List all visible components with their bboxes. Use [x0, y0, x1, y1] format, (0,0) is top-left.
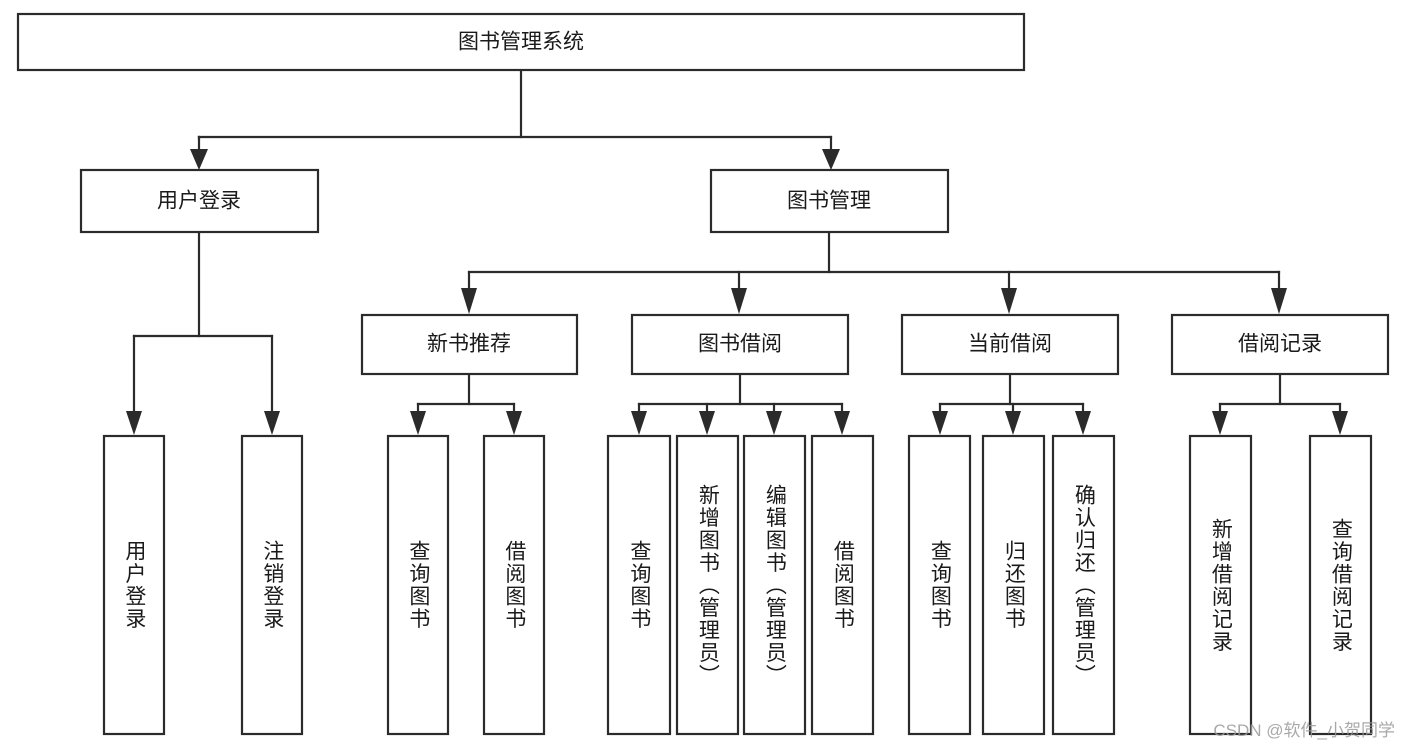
arrow-to-book-borrow	[731, 288, 747, 314]
node-layer: 图书管理系统 用户登录 图书管理 新书推荐 图书借阅 当前借阅 借阅记录	[16, 12, 1390, 736]
node-box-leaf-query-book-2[interactable]	[606, 434, 672, 736]
arrow-to-leaf-borrow-book-2	[834, 411, 850, 435]
arrow-to-borrow-record	[1271, 288, 1287, 314]
arrow-to-leaf-add-book-admin	[699, 411, 715, 435]
arrow-to-book-management	[822, 149, 840, 170]
node-box-new-book-recommend[interactable]	[360, 313, 579, 376]
node-box-leaf-logout-login[interactable]	[240, 434, 304, 736]
node-box-leaf-user-login[interactable]	[102, 434, 166, 736]
node-label-borrow-record: 借阅记录	[1238, 333, 1322, 356]
arrow-to-leaf-borrow-book-1	[506, 411, 522, 435]
arrow-to-leaf-query-book-1	[410, 411, 426, 435]
node-label-book-borrow: 图书借阅	[698, 333, 782, 356]
arrow-to-leaf-logout-login	[264, 411, 280, 435]
node-box-leaf-query-book-3[interactable]	[907, 434, 972, 736]
node-box-leaf-query-borrow-record[interactable]	[1308, 434, 1373, 736]
arrow-to-leaf-return-book	[1005, 411, 1021, 435]
arrow-to-user-login	[190, 149, 208, 170]
node-box-book-borrow[interactable]	[630, 313, 850, 376]
arrow-to-leaf-edit-book-admin	[766, 411, 782, 435]
arrow-to-new-book-recommend	[461, 288, 477, 314]
arrow-to-leaf-query-book-3	[932, 411, 948, 435]
arrow-to-leaf-confirm-return-admin	[1075, 411, 1091, 435]
connector-layer	[126, 68, 1348, 435]
node-label-new-book-recommend: 新书推荐	[427, 333, 511, 356]
node-box-user-login[interactable]	[79, 168, 320, 234]
arrow-to-leaf-add-borrow-record	[1212, 411, 1228, 435]
arrow-to-current-borrow	[1001, 288, 1017, 314]
node-box-leaf-borrow-book-2[interactable]	[810, 434, 875, 736]
arrow-to-leaf-query-borrow-record	[1332, 411, 1348, 435]
node-label-current-borrow: 当前借阅	[968, 333, 1052, 356]
watermark-text: CSDN @软件_小贺同学	[1213, 721, 1395, 740]
node-box-leaf-edit-book-admin[interactable]	[742, 434, 807, 736]
node-box-leaf-query-book-1[interactable]	[386, 434, 450, 736]
arrow-to-leaf-query-book-2	[631, 411, 647, 435]
node-label-root: 图书管理系统	[458, 31, 584, 54]
node-box-leaf-confirm-return-admin[interactable]	[1051, 434, 1116, 736]
node-box-leaf-add-borrow-record[interactable]	[1188, 434, 1253, 736]
node-label-book-management: 图书管理	[787, 190, 871, 213]
node-box-leaf-return-book[interactable]	[981, 434, 1046, 736]
arrow-to-leaf-user-login	[126, 411, 142, 435]
node-box-book-management[interactable]	[709, 168, 950, 234]
node-box-leaf-add-book-admin[interactable]	[675, 434, 740, 736]
node-box-root[interactable]	[16, 12, 1026, 72]
node-box-leaf-borrow-book-1[interactable]	[482, 434, 546, 736]
node-box-current-borrow[interactable]	[900, 313, 1120, 376]
node-label-user-login: 用户登录	[157, 190, 241, 213]
node-box-borrow-record[interactable]	[1170, 313, 1390, 376]
